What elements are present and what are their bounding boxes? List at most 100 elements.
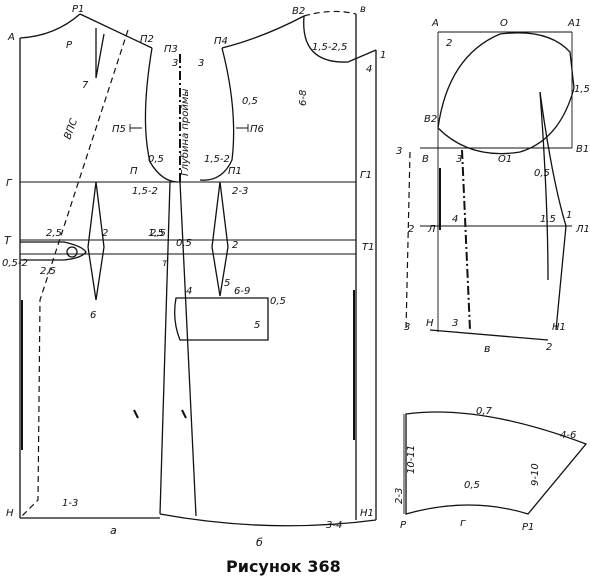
collar-outer [405, 411, 588, 515]
vps-dashed-line [19, 29, 129, 519]
shoulder-dart [95, 28, 105, 79]
measure-25a: 2,5 [46, 228, 62, 239]
notch-1 [133, 409, 139, 419]
sleeve-2c: 2 [546, 342, 552, 353]
measure-2b: 2 [232, 240, 238, 251]
front-shoulder [221, 15, 305, 49]
sleeve-L1: Л1 [575, 224, 590, 235]
front-waist-dart [211, 181, 229, 297]
measure-05d: 0,5 [148, 154, 164, 165]
label-4b: 4 [186, 286, 192, 297]
label-T: Т [4, 234, 12, 247]
label-7: 7 [82, 80, 89, 91]
measure-05b: 0,5 [176, 238, 192, 249]
collar-07: 0,7 [476, 406, 493, 417]
sleeve-3c: 3 [404, 322, 410, 333]
pocket [174, 297, 269, 341]
sleeve-A1: А1 [567, 18, 581, 29]
front-neckline [303, 15, 377, 63]
bodice-panel [19, 10, 377, 527]
sleeve-3d: 3 [452, 318, 458, 329]
measure-2-3: 2-3 [232, 186, 248, 197]
label-A: А [7, 32, 15, 43]
sleeve-panel [405, 31, 575, 341]
label-P2: П2 [140, 34, 154, 45]
label-H1: Н1 [360, 508, 374, 519]
sleeve-underseam-dashed [405, 151, 411, 331]
lapel-dashed [303, 10, 357, 17]
figure-caption: Рисунок 368 [226, 557, 341, 576]
sleeve-front-seam [539, 91, 567, 331]
sleeve-back-seam [539, 91, 549, 281]
label-P6: П6 [250, 124, 264, 135]
label-B2: В2 [292, 6, 305, 17]
label-P1: Р1 [72, 4, 84, 15]
sleeve-L: Л [427, 224, 436, 235]
tick-P5 [129, 124, 142, 132]
sleeve-4: 4 [452, 214, 458, 225]
text-vps: ВПС [62, 117, 80, 141]
sleeve-3a: 3 [396, 146, 402, 157]
sleeve-O: О [500, 18, 508, 29]
label-5: 5 [224, 278, 230, 289]
back-waist-dart [87, 181, 105, 301]
collar-9-10: 9-10 [530, 463, 541, 486]
collar-2-3: 2-3 [394, 488, 405, 504]
label-G: Г [6, 178, 13, 189]
collar-05: 0,5 [464, 480, 480, 491]
measure-05a: 0,5 [242, 96, 258, 107]
sleeve-3b: 3 [456, 154, 462, 165]
collar-10-11: 10-11 [406, 445, 417, 474]
label-H: Н [6, 508, 14, 519]
waist-button-mark [66, 246, 78, 258]
label-P5: П5 [112, 124, 126, 135]
label-P3: П3 [164, 44, 178, 55]
collar-panel [403, 411, 588, 515]
notch-2 [181, 409, 187, 419]
label-T1: Т1 [362, 242, 374, 253]
sleeve-B1: В1 [576, 144, 589, 155]
measure-3-4: 3-4 [326, 520, 342, 531]
label-P1-base: П1 [228, 166, 242, 177]
measure-3b: 3 [198, 58, 204, 69]
label-5b: 5 [254, 320, 260, 331]
sleeve-A: А [431, 18, 439, 29]
hem-line-front [159, 513, 377, 527]
measure-6-8: 6-8 [298, 90, 309, 106]
sleeve-B2: В2 [424, 114, 437, 125]
collar-4-6: 4-6 [560, 430, 576, 441]
collar-P: Р [400, 520, 407, 531]
sleeve-05: 0,5 [534, 168, 550, 179]
panel-letter-b: б [256, 536, 263, 549]
measure-15: 1,5 [148, 228, 164, 239]
sleeve-15b: 1,5 [540, 214, 556, 225]
measure-05c: 0,5 [270, 296, 286, 307]
waist-curve [20, 241, 87, 261]
label-m: т [162, 258, 169, 269]
measure-3a: 3 [172, 58, 178, 69]
measure-6-9: 6-9 [234, 286, 250, 297]
measure-15-2b: 1,5-2 [204, 154, 230, 165]
measure-25c: 2,5 [150, 228, 166, 239]
sleeve-15: 1,5 [574, 84, 590, 95]
label-1: 1 [380, 50, 386, 61]
text-armhole-depth: Глубина проймы [179, 89, 191, 176]
measure-25b: 2,5 [40, 266, 56, 277]
sleeve-2b: 2 [408, 224, 414, 235]
measure-15-25: 1,5-2,5 [312, 42, 347, 53]
sleeve-1: 1 [566, 210, 572, 221]
label-G1: Г1 [360, 170, 372, 181]
side-seam-front [179, 181, 197, 517]
measure-0-5-2: 0,5-2 [2, 258, 28, 269]
label-4: 4 [366, 64, 372, 75]
label-B: в [360, 4, 366, 15]
sleeve-O1: О1 [498, 154, 512, 165]
back-shoulder [79, 13, 153, 49]
measure-1-3: 1-3 [62, 498, 78, 509]
sleeve-underseam-dashdot [461, 149, 471, 331]
tick-P6 [236, 124, 249, 132]
label-P: Р [66, 40, 73, 51]
side-seam-back [159, 181, 171, 515]
